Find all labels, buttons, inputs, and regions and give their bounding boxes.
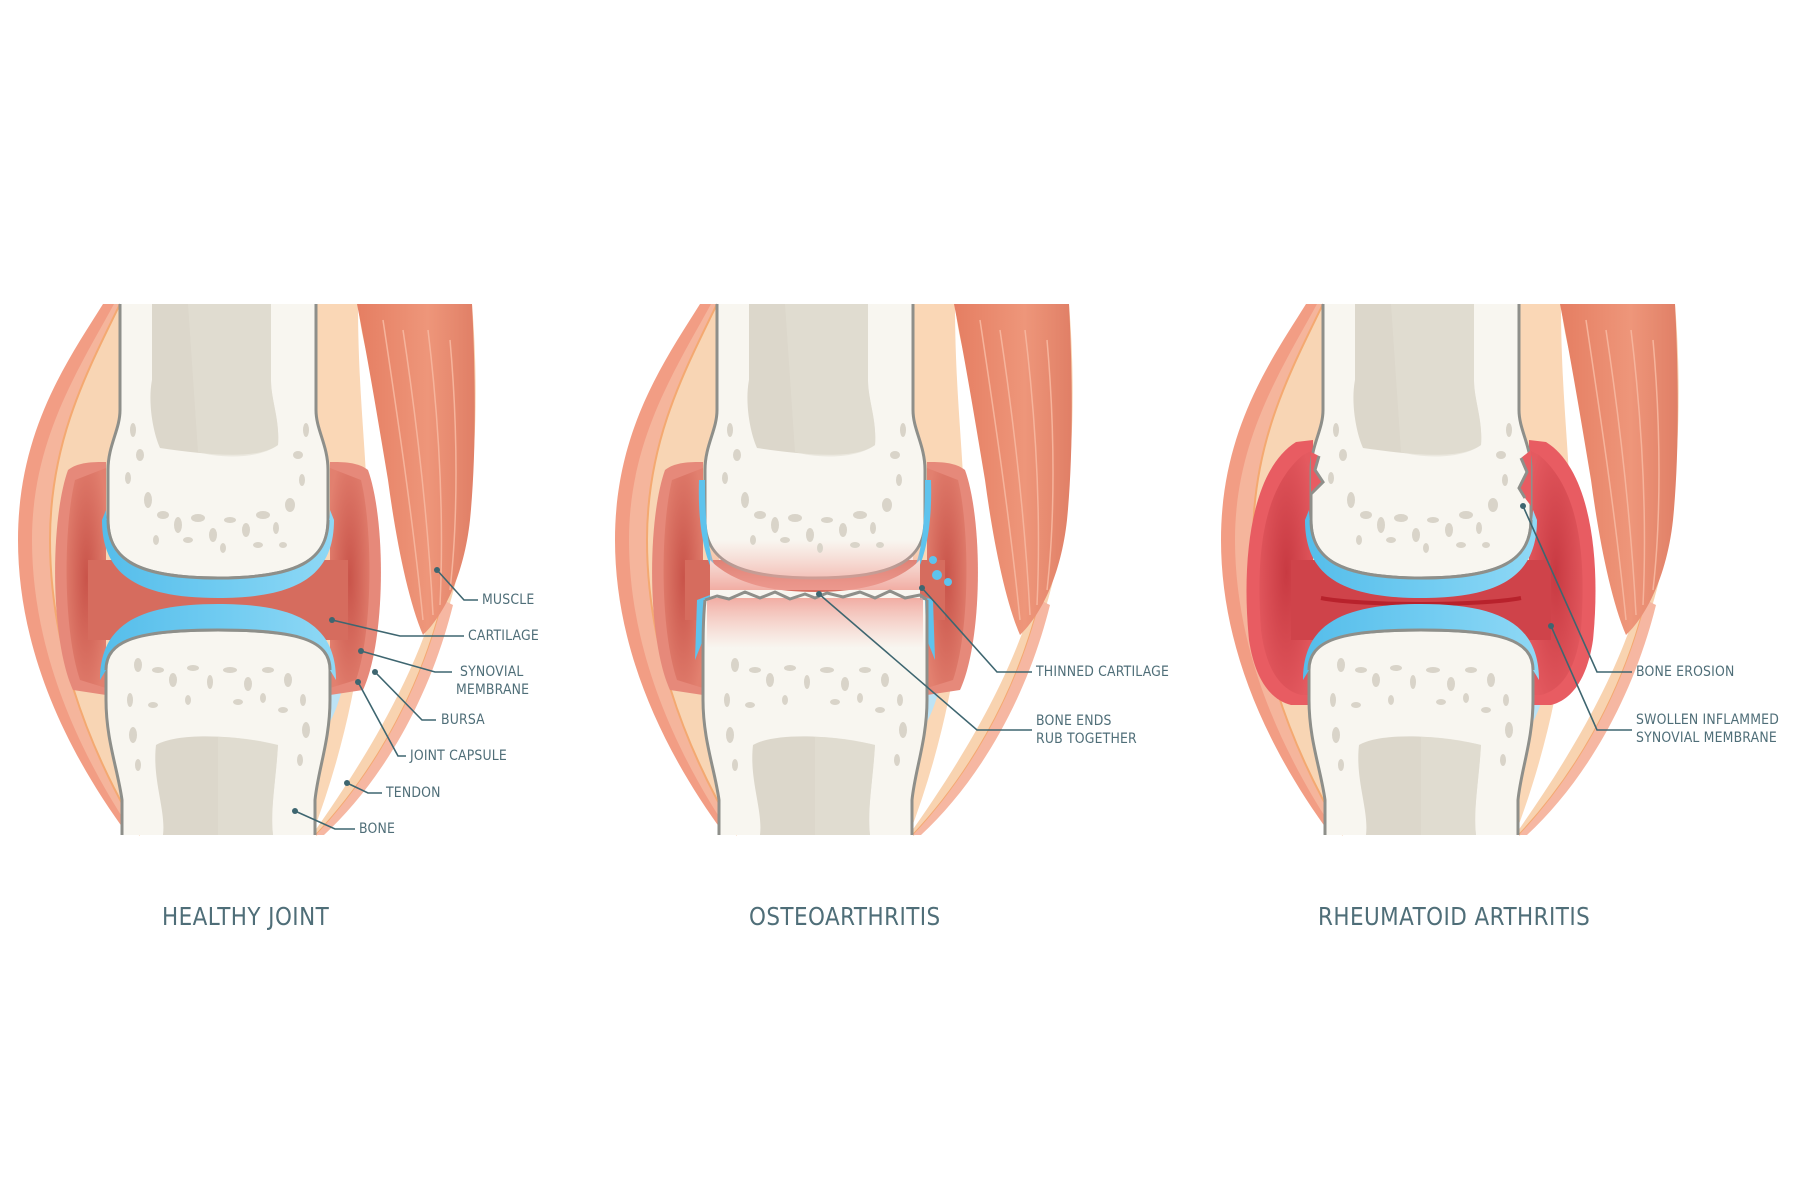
leader-lines [294, 505, 1632, 830]
title-osteoarthritis: OSTEOARTHRITIS [749, 902, 941, 931]
label-synovial-membrane-line2: MEMBRANE [456, 682, 530, 698]
label-joint-capsule: JOINT CAPSULE [410, 748, 507, 764]
label-swollen-membrane-line2: SYNOVIAL MEMBRANE [1636, 730, 1777, 746]
title-rheumatoid-arthritis: RHEUMATOID ARTHRITIS [1318, 902, 1591, 931]
title-healthy-joint: HEALTHY JOINT [162, 902, 330, 931]
label-bone-ends-line2: RUB TOGETHER [1036, 731, 1137, 747]
label-bone: BONE [359, 821, 396, 837]
leader-dots [292, 503, 1554, 814]
label-thinned-cartilage: THINNED CARTILAGE [1036, 664, 1170, 680]
label-tendon: TENDON [386, 785, 441, 801]
label-bone-erosion: BONE EROSION [1636, 664, 1735, 680]
label-muscle: MUSCLE [482, 592, 535, 608]
label-bone-ends-line1: BONE ENDS [1036, 713, 1112, 729]
label-synovial-membrane-line1: SYNOVIAL [460, 664, 524, 680]
osteoarthritis-illustration [614, 302, 1074, 837]
label-cartilage: CARTILAGE [468, 628, 539, 644]
healthy-joint-illustration [17, 302, 477, 837]
label-swollen-membrane-line1: SWOLLEN INFLAMMED [1636, 712, 1780, 728]
label-bursa: BURSA [441, 712, 485, 728]
rheumatoid-arthritis-illustration [1220, 302, 1680, 837]
